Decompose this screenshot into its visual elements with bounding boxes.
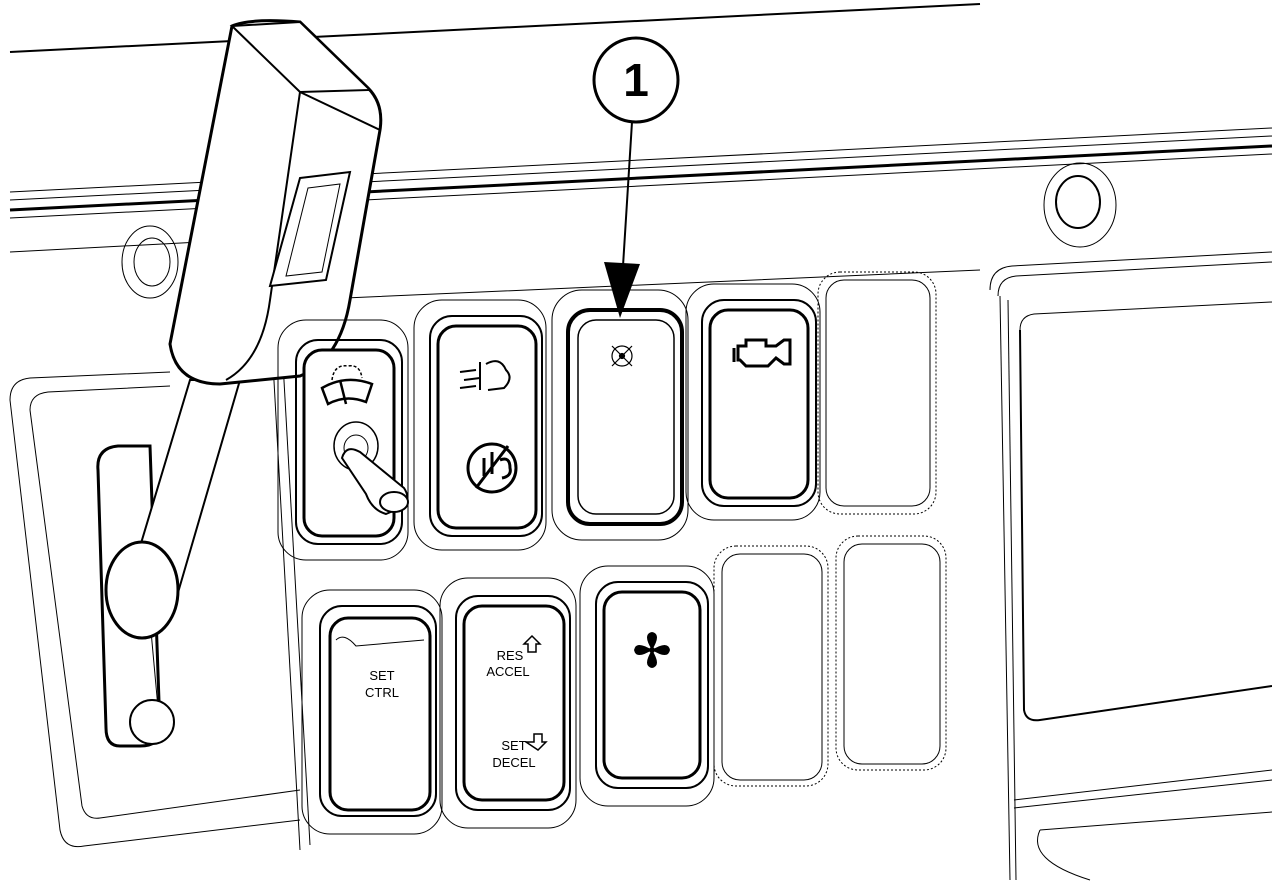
- callout-arrowhead: [604, 262, 640, 318]
- indicated-switch[interactable]: [551, 289, 689, 541]
- defrost-switch[interactable]: [413, 299, 547, 551]
- fan-switch[interactable]: [579, 565, 715, 807]
- blank-switch-bottom-2: [835, 535, 947, 771]
- small-target-icon: [611, 345, 633, 367]
- set-ctrl-switch[interactable]: SET CTRL: [301, 589, 443, 835]
- res-set-switch[interactable]: RES ACCEL SET DECEL: [439, 577, 577, 829]
- no-defrost-icon: [466, 442, 518, 494]
- arrow-down-icon: [523, 733, 548, 751]
- arrow-up-icon: [522, 634, 542, 653]
- set-ctrl-label-line2: CTRL: [365, 685, 399, 700]
- set-label: SET: [501, 738, 526, 753]
- accel-label: ACCEL: [486, 664, 529, 679]
- fan-icon: [634, 632, 670, 668]
- check-engine-switch[interactable]: [685, 283, 821, 521]
- wiper-switch[interactable]: [277, 319, 409, 561]
- wiper-toggle-lever[interactable]: [340, 448, 409, 516]
- callout-1: 1: [592, 36, 680, 318]
- callout-number: 1: [623, 54, 649, 106]
- blank-switch-top: [817, 271, 937, 515]
- engine-icon: [732, 338, 792, 368]
- turn-signal-stalk: [104, 19, 383, 745]
- blank-switch-bottom-1: [713, 545, 829, 787]
- res-label: RES: [497, 648, 524, 663]
- windshield-wiper-icon: [320, 365, 374, 406]
- set-ctrl-label-line1: SET: [369, 668, 394, 683]
- decel-label: DECEL: [492, 755, 535, 770]
- rear-defrost-icon: [459, 360, 511, 391]
